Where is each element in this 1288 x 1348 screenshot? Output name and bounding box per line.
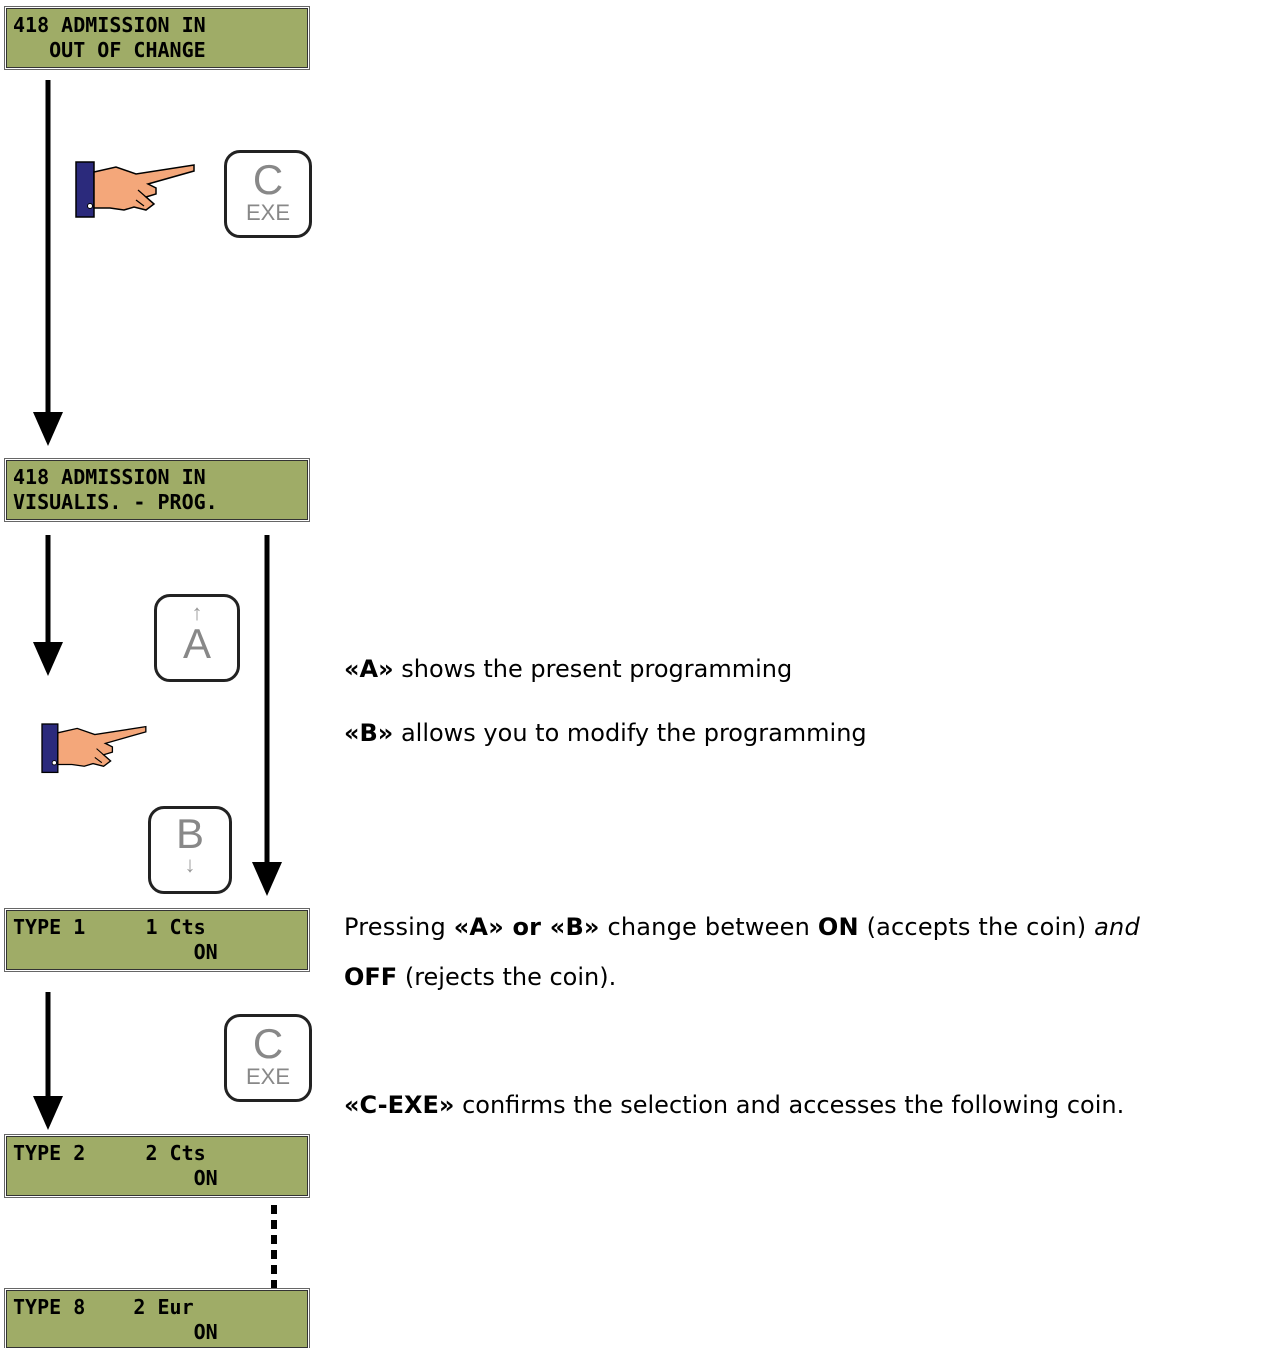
lcd-line-2: ON: [13, 1320, 218, 1344]
a-key[interactable]: ↑ A: [154, 594, 240, 682]
off-label: OFF: [344, 963, 398, 991]
arrow-display2-right-down: [252, 535, 282, 896]
c-exe-key-c: C: [252, 156, 284, 203]
arrow-display3-to-display4: [33, 992, 63, 1130]
a-key-description: «A» shows the present programming: [344, 655, 792, 683]
on-label: ON: [817, 913, 859, 941]
arrow-down-icon: ↓: [184, 852, 196, 877]
press-text-4: (rejects the coin).: [397, 963, 617, 991]
b-key-description: «B» allows you to modify the programming: [344, 719, 867, 747]
lcd-line-2: ON: [13, 940, 218, 964]
lcd-line-1: TYPE 8 2 Eur: [13, 1295, 194, 1319]
arrow-display1-to-display2: [33, 80, 63, 446]
c-exe-ref: «C-EXE»: [344, 1091, 455, 1119]
and-word: and: [1094, 913, 1140, 941]
c-exe-key-exe: EXE: [245, 1064, 291, 1089]
lcd-line-1: 418 ADMISSION IN: [13, 13, 206, 37]
lcd-display-type-1: TYPE 1 1 Cts ON: [6, 910, 308, 970]
c-exe-description: «C-EXE» confirms the selection and acces…: [344, 1091, 1124, 1119]
lcd-display-out-of-change: 418 ADMISSION IN OUT OF CHANGE: [6, 8, 308, 68]
pointing-hand-icon: [41, 723, 147, 774]
pointing-hand-icon: [75, 161, 195, 218]
press-text-3: (accepts the coin): [858, 913, 1095, 941]
lcd-line-2: ON: [13, 1166, 218, 1190]
lcd-line-1: 418 ADMISSION IN: [13, 465, 206, 489]
b-key-ref: «B»: [344, 719, 394, 747]
lcd-display-type-2: TYPE 2 2 Cts ON: [6, 1136, 308, 1196]
press-text-1: Pressing: [344, 913, 454, 941]
press-keys: «A» or «B»: [453, 913, 600, 941]
b-key-desc: allows you to modify the programming: [393, 719, 867, 747]
c-exe-key-exe: EXE: [245, 200, 291, 225]
a-key-desc: shows the present programming: [393, 655, 793, 683]
c-exe-desc: confirms the selection and accesses the …: [454, 1091, 1125, 1119]
c-exe-key[interactable]: C EXE: [224, 150, 312, 238]
toggle-description: Pressing «A» or «B» change between ON (a…: [344, 913, 1274, 941]
arrow-up-icon: ↑: [191, 600, 203, 625]
lcd-line-2: VISUALIS. - PROG.: [13, 490, 218, 514]
c-exe-key-c: C: [252, 1020, 284, 1067]
toggle-description-line-2: OFF (rejects the coin).: [344, 963, 616, 991]
a-key-ref: «A»: [344, 655, 394, 683]
c-exe-key[interactable]: C EXE: [224, 1014, 312, 1102]
arrow-display2-left-down: [33, 535, 63, 676]
b-key-letter: B: [175, 810, 204, 857]
lcd-display-type-8: TYPE 8 2 Eur ON: [6, 1290, 308, 1348]
b-key[interactable]: B ↓: [148, 806, 232, 894]
a-key-letter: A: [182, 620, 211, 667]
lcd-line-1: TYPE 1 1 Cts: [13, 915, 206, 939]
lcd-line-2: OUT OF CHANGE: [13, 38, 206, 62]
lcd-display-visualis-prog: 418 ADMISSION IN VISUALIS. - PROG.: [6, 460, 308, 520]
press-text-2: change between: [599, 913, 818, 941]
lcd-line-1: TYPE 2 2 Cts: [13, 1141, 206, 1165]
